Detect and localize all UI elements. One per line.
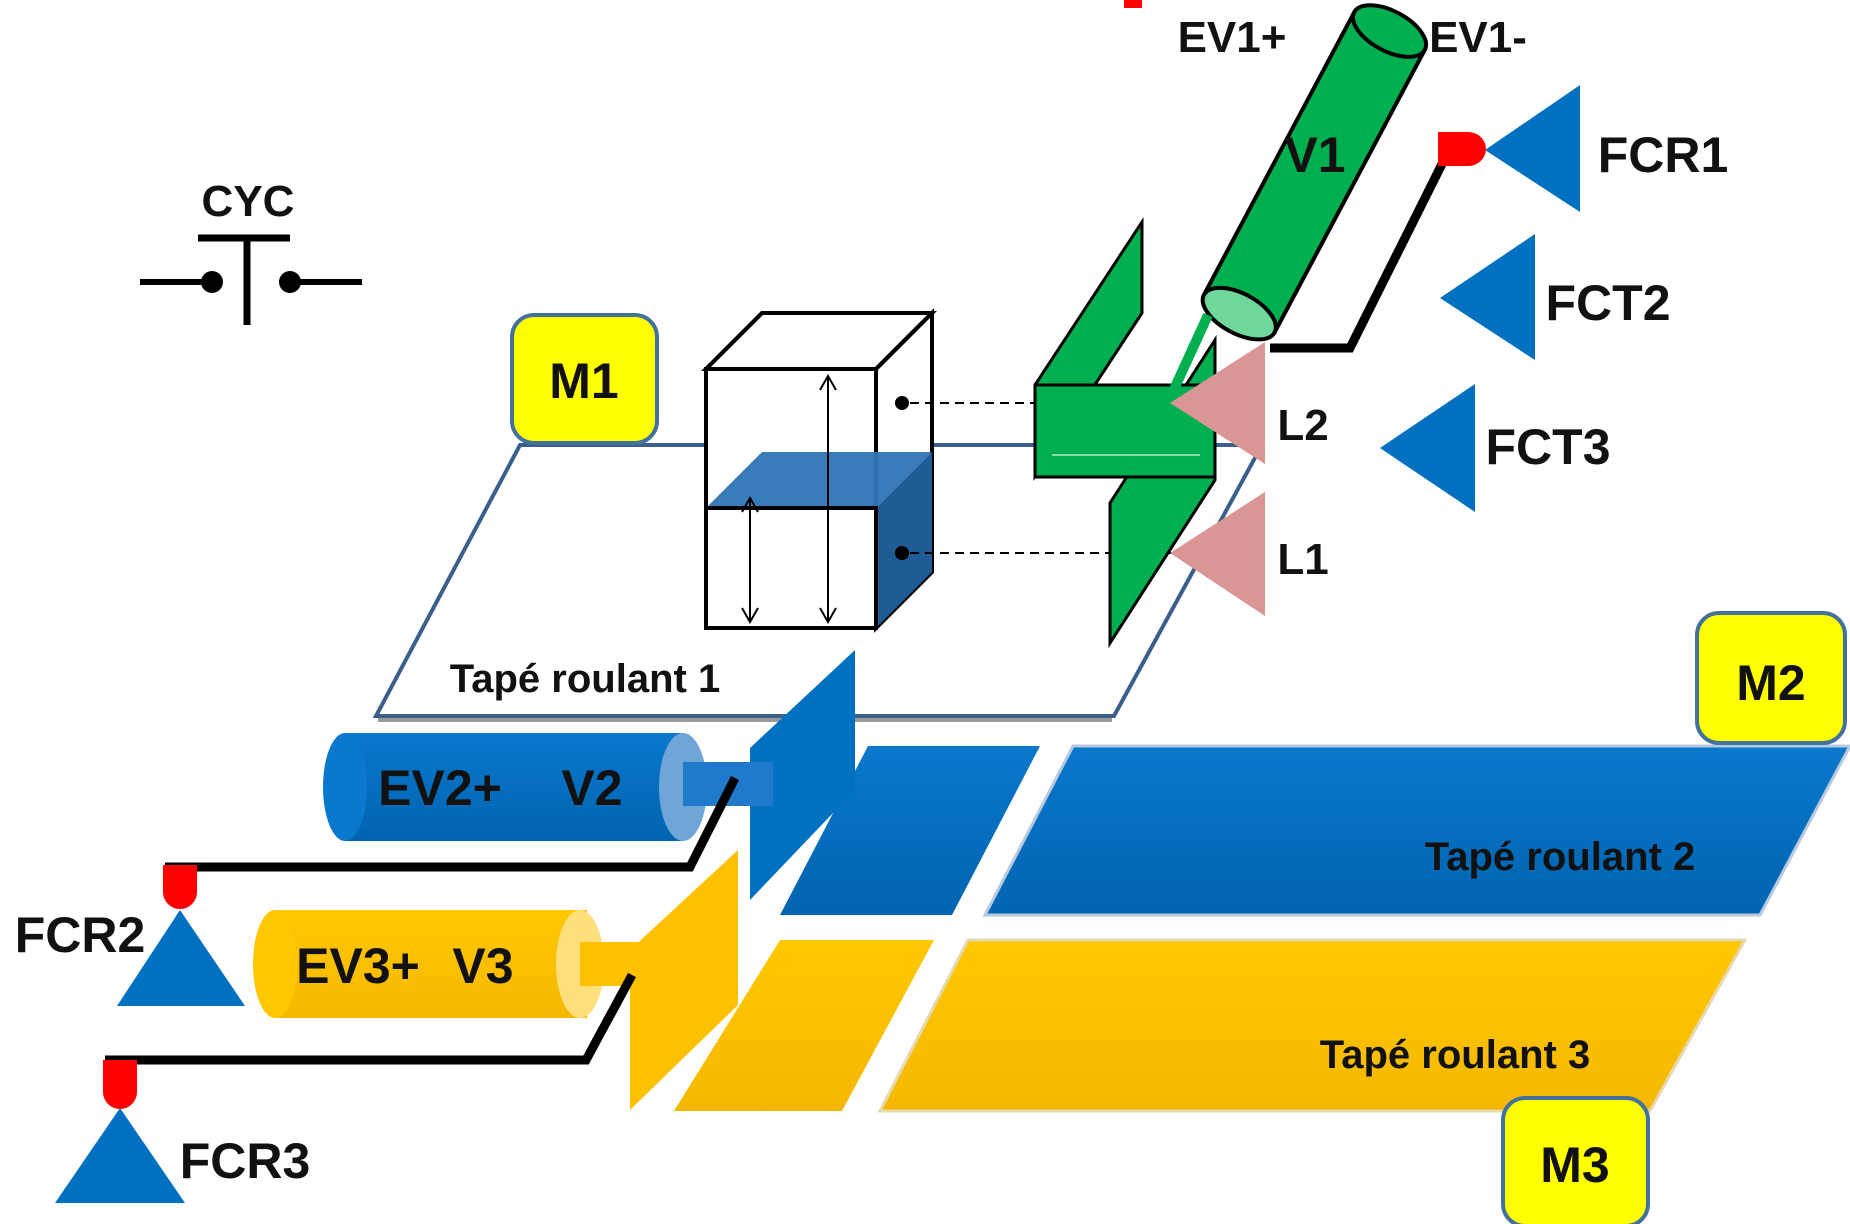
fcr1-roller: [1438, 132, 1486, 166]
sensor-fcr2: FCR2: [15, 907, 245, 1006]
v2-label: V2: [561, 760, 622, 816]
ev1-minus-label: EV1-: [1429, 13, 1527, 62]
v3-back-cap: [253, 910, 297, 1018]
v3-label: V3: [452, 938, 513, 994]
cyc-button[interactable]: CYC: [140, 177, 362, 325]
ev3-plus-label: EV3+: [296, 938, 420, 994]
v3-pusher-plate: [630, 850, 738, 1110]
belt-3-main: [877, 938, 1748, 1113]
v2-pusher-plate: [750, 650, 855, 900]
conveyor-2: Tapé roulant 2: [780, 744, 1850, 917]
fct3-triangle: [1380, 384, 1475, 512]
liquid-front: [704, 506, 878, 630]
level-dot-high: [895, 396, 909, 410]
ev2-plus-label: EV2+: [378, 760, 502, 816]
fct2-label: FCT2: [1546, 275, 1671, 331]
ev1-plus-label: EV1+: [1178, 13, 1287, 62]
fcr3-lever: [105, 972, 636, 1065]
belt-2-main: [982, 744, 1850, 917]
l2-label: L2: [1277, 401, 1328, 450]
cyc-contact-left: [201, 271, 223, 293]
fcr2-lever: [165, 775, 740, 872]
fcr3-roller: [103, 1060, 137, 1109]
v2-body: [345, 733, 683, 841]
motor-m1-label: M1: [549, 353, 618, 409]
belt-2-label: Tapé roulant 2: [1425, 835, 1695, 879]
fcr1-label: FCR1: [1598, 127, 1729, 183]
motor-m3: M3: [1501, 1096, 1650, 1224]
v3-body: [275, 910, 587, 1018]
fct3-label: FCT3: [1486, 419, 1611, 475]
sensor-fct3: FCT3: [1380, 384, 1611, 512]
belt-2-segment-a: [780, 746, 1040, 915]
motor-m3-box: [1501, 1096, 1650, 1224]
fcr3-label: FCR3: [180, 1133, 311, 1189]
level-sensor-l2: L2: [1170, 342, 1329, 464]
motor-m3-label: M3: [1540, 1137, 1609, 1193]
fcr2-triangle: [117, 910, 245, 1006]
red-mark-top: [1124, 0, 1142, 8]
fct2-triangle: [1440, 234, 1535, 360]
fcr1-triangle: [1485, 85, 1580, 212]
v1-rod: [1165, 312, 1213, 401]
motor-m1: M1: [510, 313, 659, 445]
fcr3-triangle: [55, 1108, 185, 1203]
fcr2-label: FCR2: [15, 907, 146, 963]
liquid-surface: [706, 452, 932, 508]
l2-triangle: [1170, 342, 1265, 464]
belt-3-segment-a: [674, 940, 934, 1111]
v1-top: [1350, 3, 1429, 59]
motor-m2-label: M2: [1736, 655, 1805, 711]
sensor-fcr3: FCR3: [55, 1108, 310, 1203]
v3-rod: [580, 942, 668, 986]
motor-m2: M2: [1695, 611, 1847, 745]
l1-label: L1: [1277, 535, 1328, 584]
cyc-label: CYC: [202, 177, 295, 226]
l1-triangle: [1170, 492, 1265, 616]
v1-bottom: [1200, 285, 1278, 342]
cylinder-v2: EV2+ V2: [323, 733, 773, 841]
motor-m1-box: [510, 313, 659, 445]
v1-label: V1: [1284, 127, 1345, 183]
v2-back-cap: [323, 733, 367, 841]
level-sensor-l1: L1: [1170, 492, 1329, 616]
motor-m2-box: [1695, 611, 1847, 745]
liquid-side: [876, 452, 932, 628]
cylinder-v1: V1: [1165, 3, 1429, 401]
sensor-fct2: FCT2: [1440, 234, 1671, 360]
belt-1-label: Tapé roulant 1: [450, 657, 720, 701]
fcr1-lever: [1270, 155, 1450, 353]
level-dot-low: [895, 546, 909, 560]
belt-3-label: Tapé roulant 3: [1320, 1033, 1590, 1077]
cylinder-v3: EV3+ V3: [253, 910, 668, 1018]
conveyor-3: Tapé roulant 3: [674, 938, 1748, 1113]
sensor-fcr1: FCR1: [1485, 85, 1728, 212]
fcr2-roller: [163, 865, 197, 909]
container: [701, 308, 1210, 633]
